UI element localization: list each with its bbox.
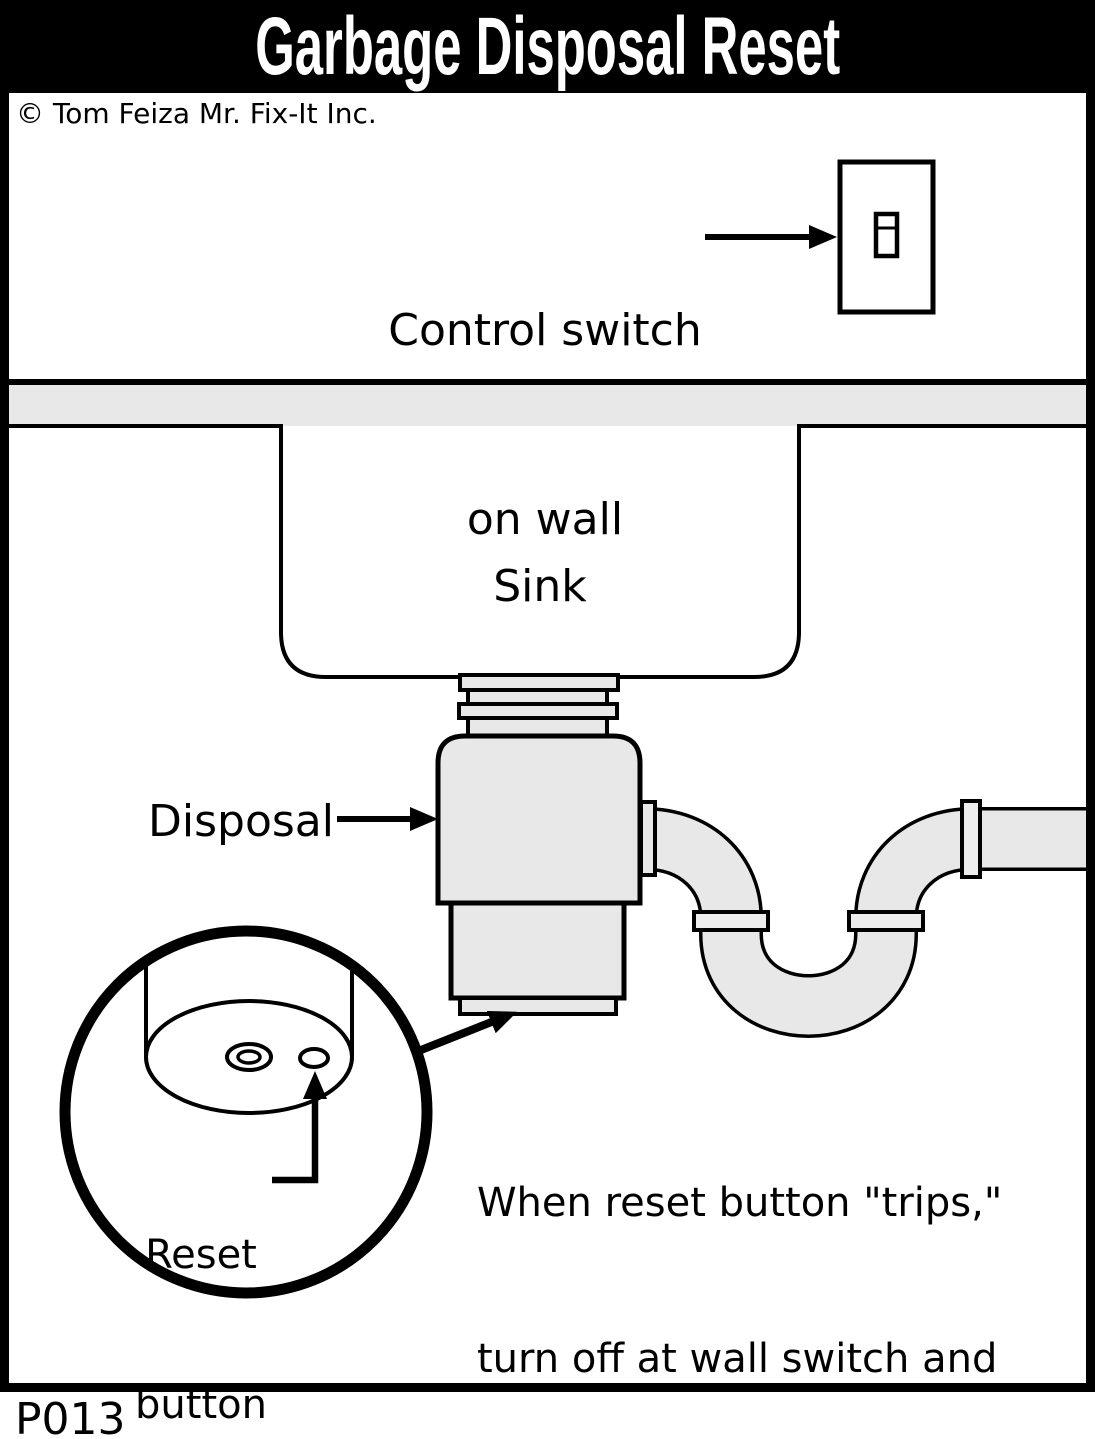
- figure-code: P013: [15, 1394, 126, 1439]
- tailpiece-flange-upper: [458, 673, 620, 692]
- disposal-base-plate: [458, 996, 618, 1016]
- trap-collar-right: [847, 910, 925, 932]
- control-switch-label: Control switch on wall: [365, 173, 725, 677]
- control-switch-label-line1: Control switch: [388, 305, 702, 356]
- instructions-line: When reset button "trips,": [477, 1180, 1003, 1226]
- tailpiece-flange-lower: [457, 702, 619, 720]
- wall-switch-toggle: [873, 211, 900, 259]
- drain-ring-inner: [236, 1049, 262, 1065]
- page-title: Garbage Disposal Reset: [255, 0, 840, 92]
- frame-bottom-border: [0, 1383, 1095, 1392]
- instructions-text: When reset button "trips," turn off at w…: [477, 1073, 1002, 1439]
- drain-pipe: [643, 810, 1093, 1035]
- disposal-outlet-flange: [639, 800, 657, 877]
- reset-button-label-line2: button: [135, 1382, 267, 1428]
- instructions-line: turn off at wall switch and: [477, 1336, 998, 1382]
- control-switch-label-line2: on wall: [466, 494, 624, 545]
- reset-button-label: Reset button: [106, 1130, 296, 1439]
- trap-collar-left: [692, 910, 770, 932]
- disposal-body: [435, 733, 643, 906]
- trap-collar-vertical: [960, 799, 982, 879]
- frame-left-border: [0, 93, 9, 1392]
- copyright-text: © Tom Feiza Mr. Fix-It Inc.: [16, 97, 377, 130]
- reset-button-dot: [298, 1047, 330, 1069]
- title-bar: Garbage Disposal Reset: [0, 0, 1095, 93]
- sink-label: Sink: [493, 561, 587, 612]
- reset-button-label-line1: Reset: [145, 1232, 257, 1278]
- frame-right-border: [1086, 93, 1095, 1392]
- disposal-lower-housing: [448, 900, 627, 1001]
- inset-connector-arrow: [419, 1010, 518, 1054]
- reset-button-arrow: [272, 1071, 327, 1184]
- disposal-label: Disposal: [148, 796, 334, 847]
- countertop: [0, 382, 1095, 426]
